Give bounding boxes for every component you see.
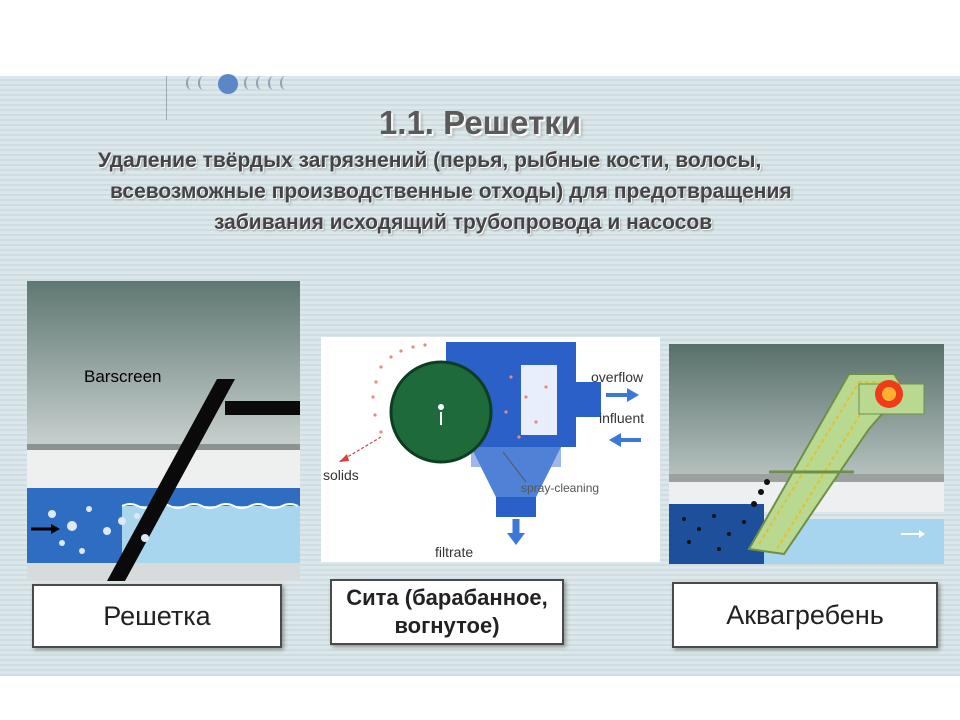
spray-cleaning-label: spray-cleaning bbox=[521, 481, 599, 495]
dot-icon bbox=[244, 76, 255, 90]
aquarake-illustration bbox=[669, 344, 944, 564]
aquarake-image bbox=[669, 344, 944, 564]
dot-icon bbox=[268, 76, 279, 90]
solids-label: solids bbox=[323, 467, 359, 483]
caption-barscreen: Решетка bbox=[32, 584, 282, 648]
description-line: забивания исходящий трубопровода и насос… bbox=[214, 211, 713, 234]
dot-icon bbox=[256, 76, 267, 90]
description-line: всевозможные производственные отходы) дл… bbox=[110, 180, 792, 203]
influent-label: influent bbox=[599, 410, 644, 426]
sieve-image: overflow influent solids spray-cleaning … bbox=[321, 337, 660, 562]
caption-sieve: Сита (барабанное, вогнутое) bbox=[330, 579, 564, 645]
sieve-illustration: overflow influent solids spray-cleaning … bbox=[323, 342, 644, 560]
dot-icon bbox=[186, 76, 197, 90]
caption-aquarake: Аквагребень bbox=[672, 582, 938, 648]
slide-background: 1.1. Решетки Удаление твёрдых загрязнени… bbox=[0, 74, 960, 676]
barscreen-image: Barscreen bbox=[27, 281, 300, 581]
divider-line bbox=[166, 76, 167, 120]
overflow-label: overflow bbox=[591, 369, 644, 385]
barscreen-illustration: Barscreen bbox=[27, 281, 300, 581]
dot-icon bbox=[218, 74, 238, 94]
dot-icon bbox=[198, 76, 209, 90]
slide-description: Удаление твёрдых загрязнений (перья, рыб… bbox=[98, 145, 898, 238]
dot-icon bbox=[280, 76, 291, 90]
barscreen-label: Barscreen bbox=[84, 367, 161, 386]
slide-title: 1.1. Решетки bbox=[378, 104, 582, 141]
description-line: Удаление твёрдых загрязнений (перья, рыб… bbox=[98, 149, 762, 172]
filtrate-label: filtrate bbox=[435, 544, 473, 560]
